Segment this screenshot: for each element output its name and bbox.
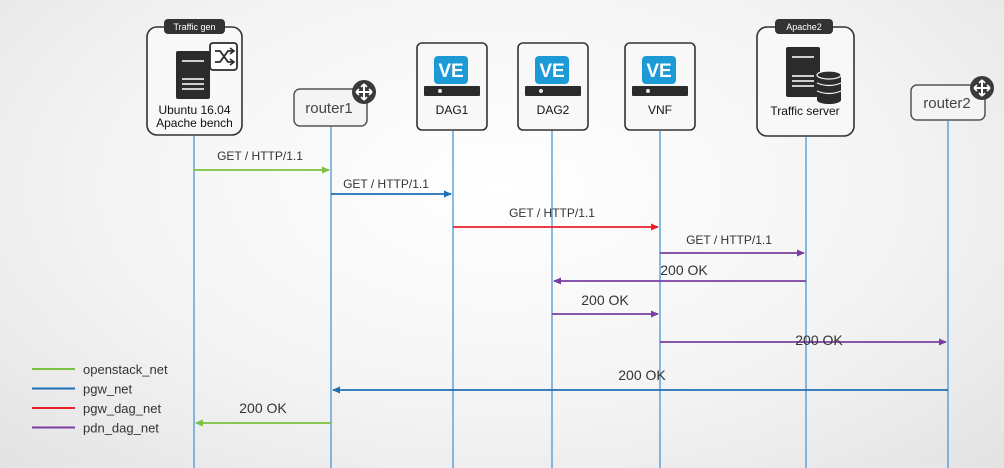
legend-label: pdn_dag_net	[83, 421, 159, 436]
message-label: 200 OK	[618, 367, 666, 383]
node-dag1: VE DAG1	[416, 42, 488, 131]
message-7: 200 OK	[660, 332, 947, 348]
router-icon	[970, 76, 994, 100]
legend-label: pgw_dag_net	[83, 401, 161, 416]
ve-badge-label: VE	[646, 61, 671, 82]
message-5: 200 OK	[553, 262, 806, 285]
node-label: DAG2	[537, 103, 570, 117]
lifelines	[193, 121, 949, 468]
message-3: GET / HTTP/1.1	[453, 206, 659, 231]
node-label: DAG1	[436, 103, 469, 117]
message-label: GET / HTTP/1.1	[217, 149, 303, 163]
node-box	[293, 88, 368, 127]
server-icon	[786, 47, 820, 97]
message-label: 200 OK	[581, 292, 629, 308]
device-bar	[632, 86, 688, 96]
shuffle-icon	[209, 42, 238, 71]
legend-item: pgw_dag_net	[32, 401, 161, 416]
node-dag2: VE DAG2	[517, 42, 589, 131]
node-label: VNF	[648, 103, 672, 117]
database-icon	[816, 70, 842, 104]
legend: openstack_net pgw_net pgw_dag_net pdn_dag_n…	[32, 362, 168, 436]
node-traffic-gen: Traffic gen Ubuntu 16.04 Apache bench	[146, 19, 243, 136]
node-router2: router2	[910, 76, 994, 121]
device-bar	[424, 86, 480, 96]
message-1: GET / HTTP/1.1	[194, 149, 330, 174]
node-label-line2: Apache bench	[156, 116, 233, 130]
ve-badge	[642, 56, 676, 84]
message-2: GET / HTTP/1.1	[331, 177, 452, 198]
legend-item: pdn_dag_net	[32, 421, 159, 436]
message-9: 200 OK	[195, 400, 331, 427]
ve-badge-label: VE	[539, 61, 564, 82]
node-label-line1: Ubuntu 16.04	[158, 103, 230, 117]
message-label: GET / HTTP/1.1	[509, 206, 595, 220]
node-label: router2	[923, 95, 971, 112]
node-tag: Apache2	[786, 22, 822, 32]
router-icon	[352, 80, 376, 104]
node-tag: Traffic gen	[173, 22, 215, 32]
node-router1: router1	[293, 80, 376, 127]
legend-label: openstack_net	[83, 362, 168, 377]
message-label: GET / HTTP/1.1	[686, 233, 772, 247]
node-label: router1	[305, 100, 353, 117]
legend-item: pgw_net	[32, 382, 133, 397]
device-bar	[525, 86, 581, 96]
ve-badge-label: VE	[438, 61, 463, 82]
legend-label: pgw_net	[83, 382, 133, 397]
tag-pill	[775, 19, 833, 34]
ve-badge	[535, 56, 569, 84]
legend-item: openstack_net	[32, 362, 168, 377]
ve-badge	[434, 56, 468, 84]
message-8: 200 OK	[332, 367, 948, 394]
tag-pill	[164, 19, 225, 34]
node-apache2: Apache2 Traffic server	[756, 19, 855, 137]
node-vnf: VE VNF	[624, 42, 696, 131]
message-label: 200 OK	[795, 332, 843, 348]
server-icon	[176, 51, 210, 99]
message-label: 200 OK	[660, 262, 708, 278]
message-label: 200 OK	[239, 400, 287, 416]
message-4: GET / HTTP/1.1	[660, 233, 805, 257]
message-label: GET / HTTP/1.1	[343, 177, 429, 191]
node-label: Traffic server	[770, 104, 839, 118]
message-6: 200 OK	[552, 292, 659, 318]
node-box	[910, 84, 986, 121]
